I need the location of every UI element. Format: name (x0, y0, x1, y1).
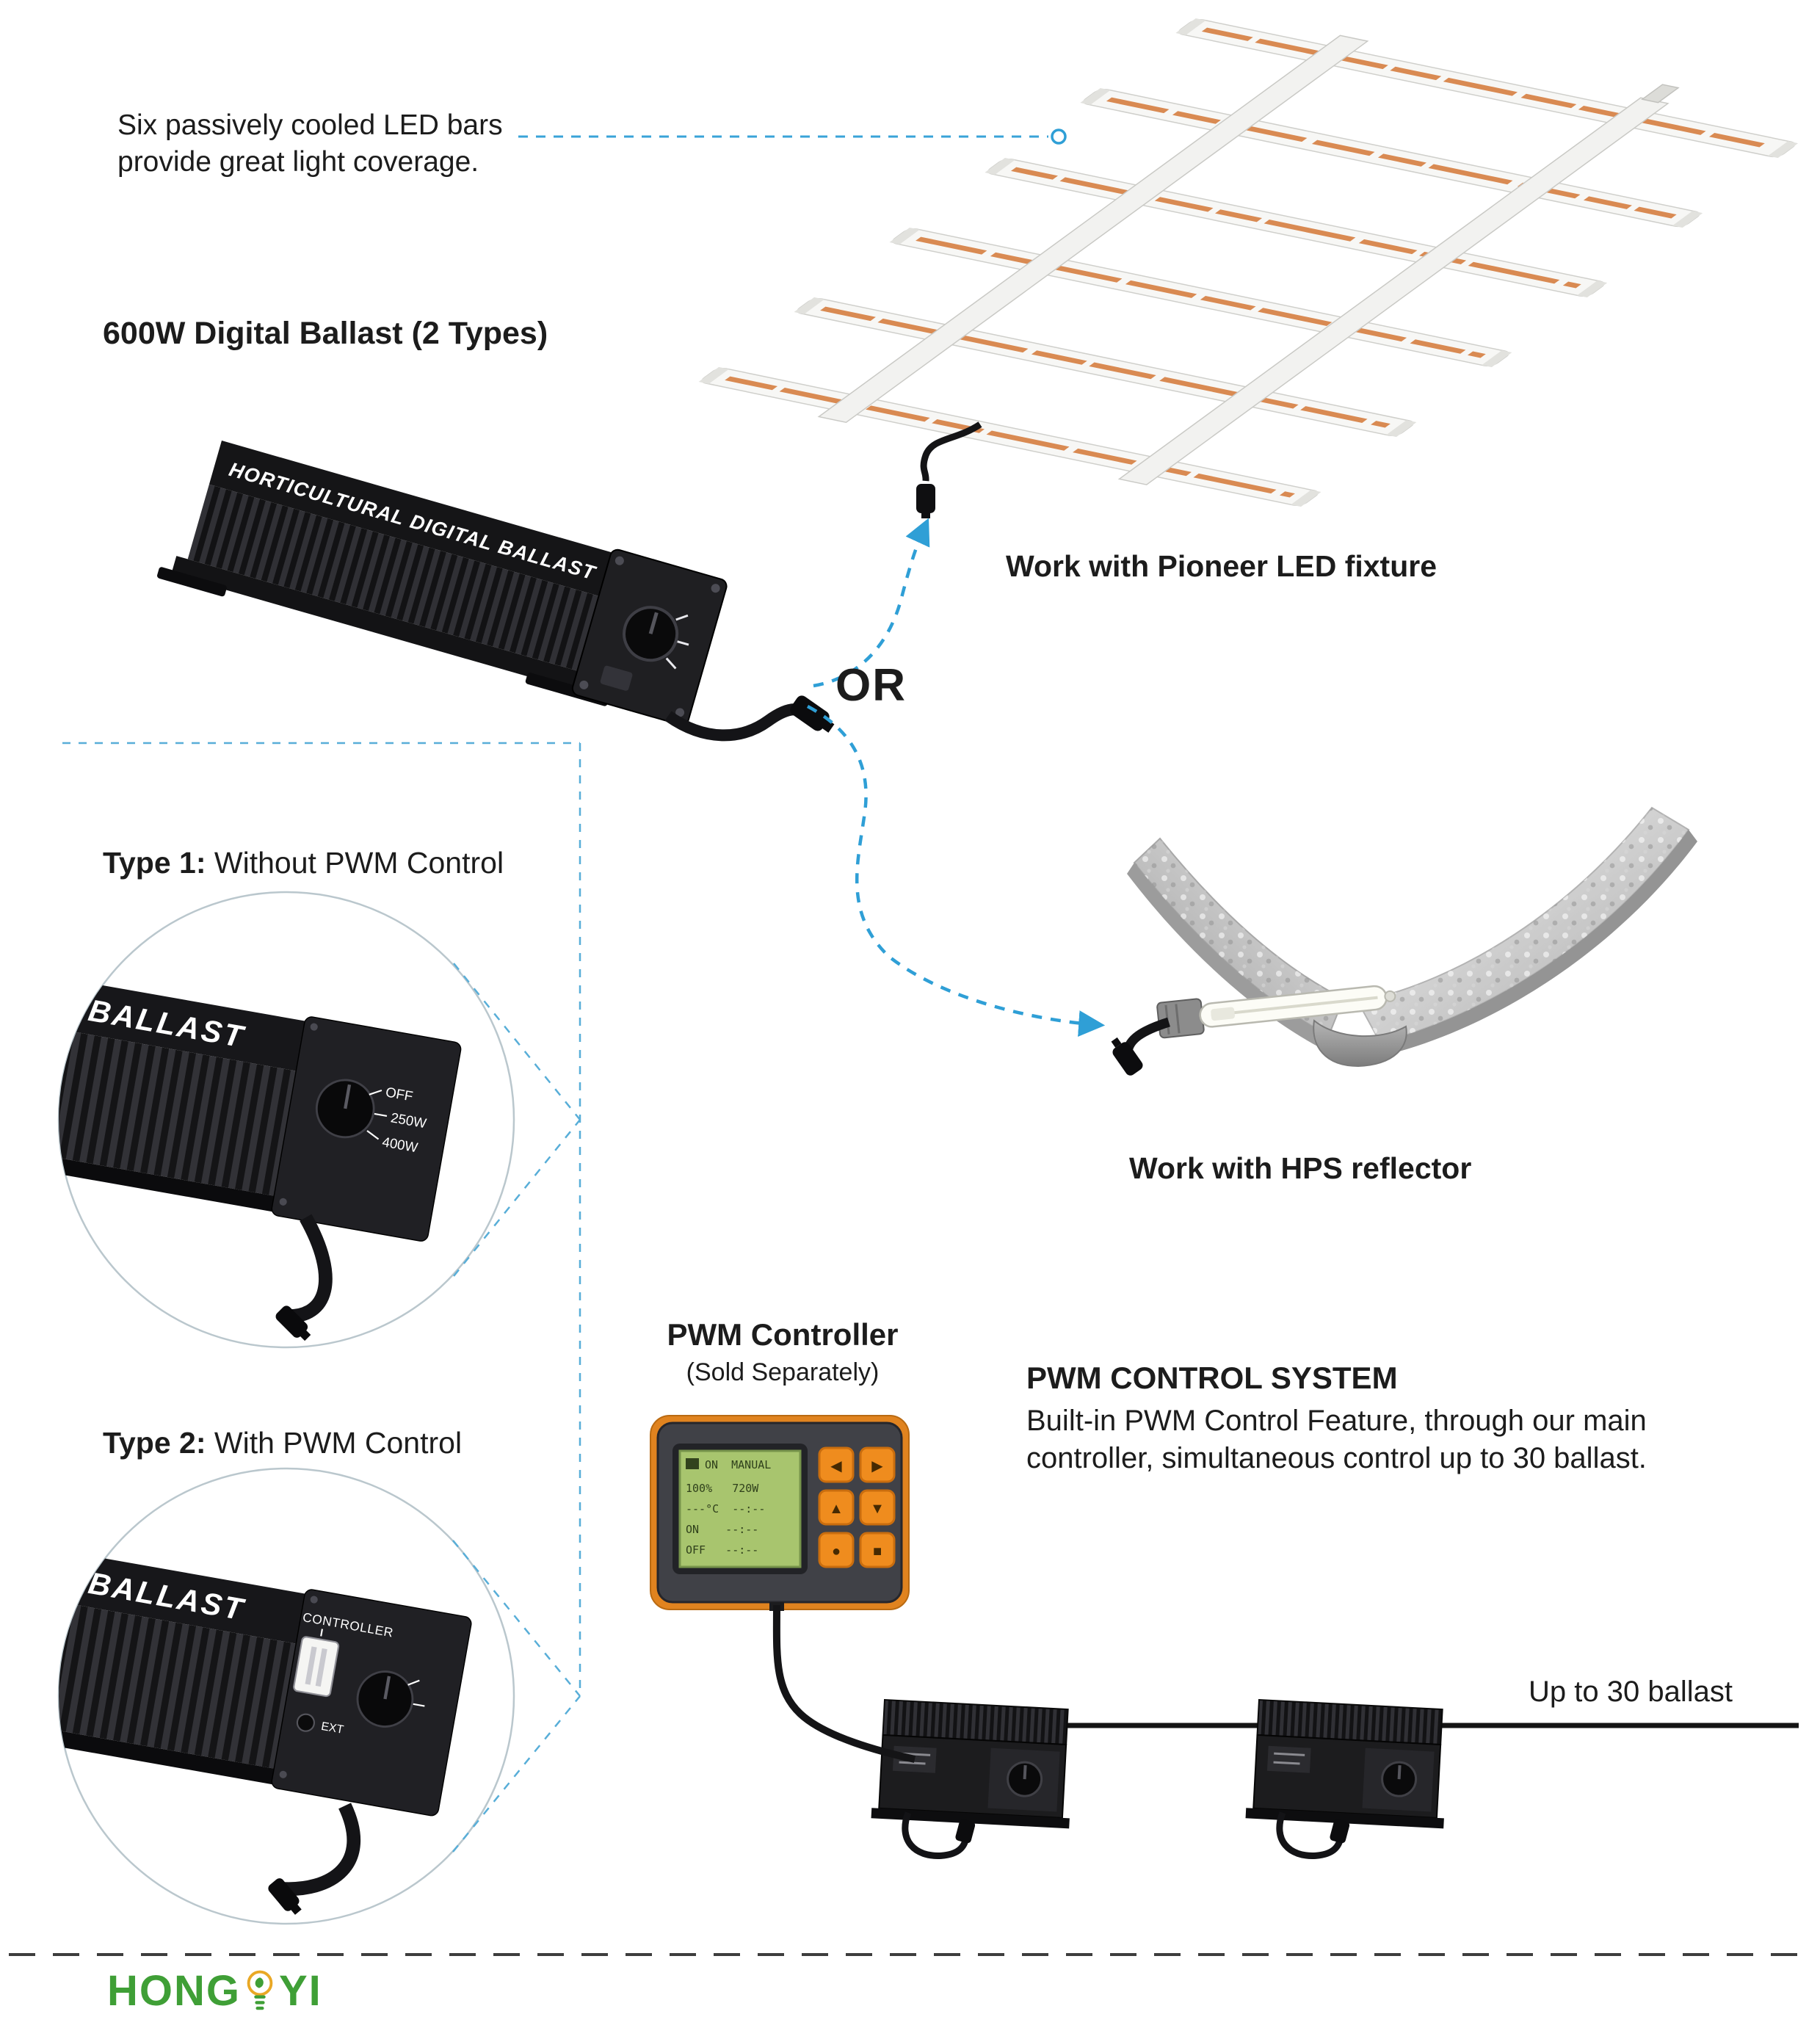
pwm-system-line1: Built-in PWM Control Feature, through ou… (1026, 1405, 1647, 1437)
type1-prefix: Type 1: (103, 846, 206, 880)
zoom1-cord (286, 1214, 333, 1323)
controller-button (859, 1532, 896, 1568)
controller-button (859, 1489, 896, 1526)
led-bars (698, 18, 1799, 507)
pwm-system-description: Built-in PWM Control Feature, through ou… (1026, 1402, 1647, 1477)
lcd-row: ---°C --:-- (686, 1502, 765, 1515)
lightbulb-icon (247, 1970, 273, 2010)
controller-button (818, 1446, 855, 1483)
type1-label: Type 1: Without PWM Control (103, 846, 504, 880)
ballast-dial-knob (623, 606, 679, 662)
led-note: Six passively cooled LED bars provide gr… (117, 107, 503, 181)
hps-reflector-illustration (1111, 806, 1697, 1076)
ballast-heading: 600W Digital Ballast (2 Types) (103, 316, 548, 351)
controller-button-glyph: ▶ (871, 1458, 883, 1474)
controller-button-glyph: ◀ (830, 1458, 842, 1474)
type2-prefix: Type 2: (103, 1426, 206, 1460)
reflector-cord-connector (1111, 1037, 1143, 1076)
brand-logo-right: YI (279, 1967, 322, 2015)
lcd-row: ON --:-- (686, 1523, 758, 1536)
controller-button-glyph: ▼ (870, 1501, 885, 1517)
type2-text: With PWM Control (214, 1426, 463, 1460)
ballast-type1-zoom: BALLAST OFF 250W 400W (57, 891, 515, 1349)
type2-label: Type 2: With PWM Control (103, 1426, 462, 1460)
brand-logo-left: HONG (107, 1967, 241, 2015)
zoom2-ext-label: EXT (320, 1720, 345, 1736)
lcd-row: 100% 720W (686, 1482, 759, 1495)
daisy-chain-ballasts (844, 1667, 1799, 1909)
ballast-type2-zoom: BALLAST CONTROLLER EXT (57, 1467, 515, 1925)
ballast-illustration: HORTICULTURAL DIGITAL BALLAST (157, 441, 835, 742)
zoom2-dial-knob (356, 1670, 414, 1728)
zoom2-ext-jack (296, 1713, 316, 1732)
pwm-controller-illustration: ON MANUAL 100% 720W ---°C --:-- ON --:--… (650, 1415, 910, 1611)
led-fixture-illustration (698, 18, 1799, 507)
ballast-cord-connector (790, 695, 835, 733)
fixture-rails (817, 35, 1680, 485)
work-with-led-label: Work with Pioneer LED fixture (1006, 549, 1437, 583)
lcd-row: ON MANUAL (705, 1458, 771, 1471)
up-to-30-label: Up to 30 ballast (1529, 1676, 1733, 1708)
controller-button-glyph: ■ (873, 1543, 882, 1560)
work-with-hps-label: Work with HPS reflector (1129, 1151, 1472, 1185)
led-note-line1: Six passively cooled LED bars (117, 109, 503, 141)
lcd-screen (678, 1449, 802, 1568)
or-label: OR (835, 660, 907, 711)
mini-ballast-2 (1244, 1699, 1450, 1862)
controller-button-glyph: ▲ (829, 1501, 844, 1517)
zoom1-cord-connector (275, 1305, 311, 1341)
mini-ballast-1 (869, 1699, 1076, 1862)
pwm-controller-subtitle: (Sold Separately) (686, 1358, 880, 1386)
type1-text: Without PWM Control (214, 846, 504, 880)
controller-button (818, 1489, 855, 1526)
controller-button (818, 1532, 855, 1568)
zoom2-controller-port (293, 1636, 340, 1698)
zoom2-cord-connector (268, 1878, 302, 1915)
zoom2-cord (278, 1803, 360, 1897)
led-note-line2: provide great light coverage. (117, 146, 479, 178)
pwm-system-line2: controller, simultaneous control up to 3… (1026, 1442, 1647, 1474)
pwm-controller-title: PWM Controller (667, 1317, 899, 1352)
lcd-row: OFF --:-- (686, 1543, 758, 1557)
brand-logo: HONG YI (107, 1966, 322, 2016)
controller-button-glyph: ● (832, 1543, 841, 1560)
pwm-system-title: PWM CONTROL SYSTEM (1026, 1361, 1398, 1395)
controller-buttons: ◀ ▶ ▲ ▼ ● ■ (818, 1446, 896, 1568)
controller-button (859, 1446, 896, 1483)
